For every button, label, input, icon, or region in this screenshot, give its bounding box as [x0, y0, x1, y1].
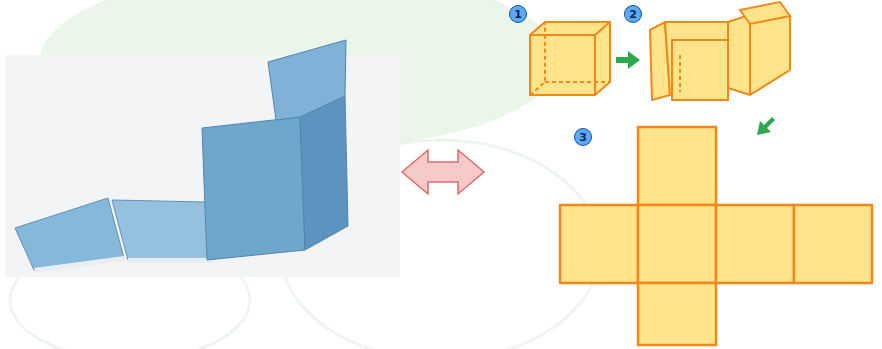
- callout-number: 1: [509, 5, 527, 23]
- cube-net: [560, 127, 872, 345]
- double-arrow: [402, 150, 484, 194]
- callout-number: 2: [624, 5, 642, 23]
- step-arrow: [757, 117, 775, 135]
- unfolding-cube: [650, 2, 790, 100]
- paper-cube-photo: [5, 40, 400, 277]
- cube: [530, 22, 610, 95]
- callout-number: 3: [574, 128, 592, 146]
- step-arrow: [616, 51, 640, 69]
- callout-number: 1: [514, 9, 522, 20]
- callout-number: 2: [629, 9, 637, 20]
- callout-number: 3: [579, 132, 587, 143]
